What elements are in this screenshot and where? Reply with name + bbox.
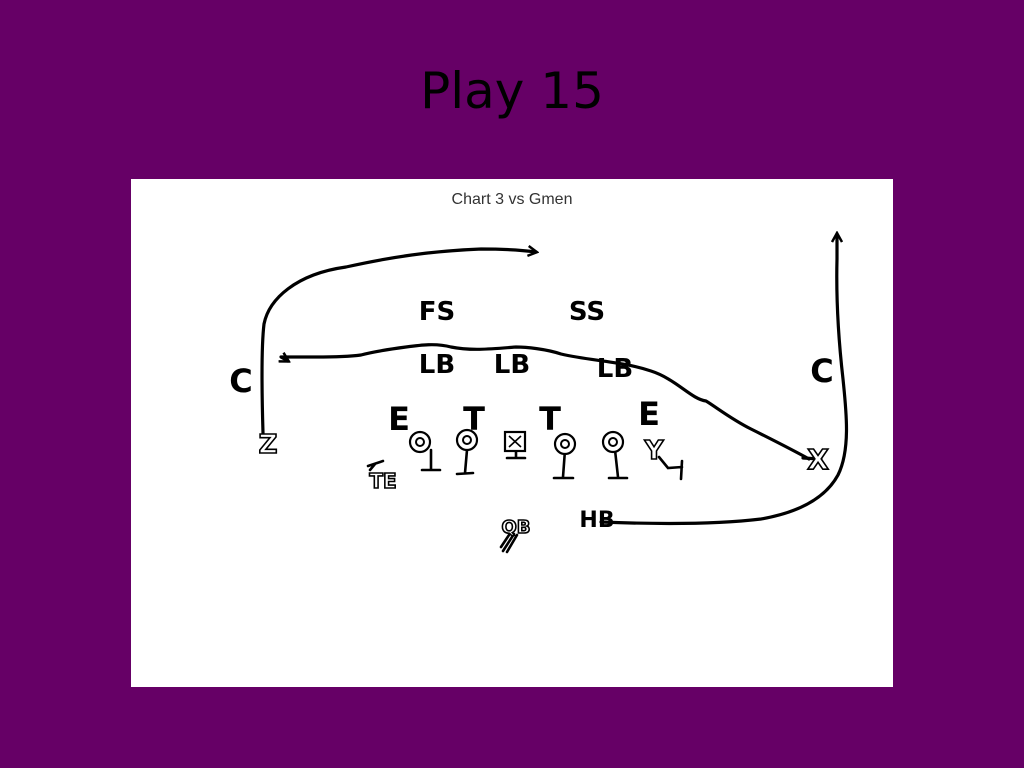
rt-block-mark xyxy=(607,448,629,480)
z-route xyxy=(260,249,536,435)
right-guard xyxy=(553,432,577,456)
left-tackle xyxy=(408,430,432,454)
free-safety-label: FS xyxy=(419,297,456,327)
halfback-label: HB xyxy=(579,508,614,533)
corner-right-label: C xyxy=(810,352,833,390)
lg-block-mark xyxy=(455,448,475,476)
slide-title: Play 15 xyxy=(420,62,604,120)
end-right-label: E xyxy=(638,395,660,433)
te-block-mark xyxy=(366,459,385,472)
tight-end-label: TE xyxy=(369,469,396,493)
end-left-label: E xyxy=(388,400,410,438)
linebacker-middle-label: LB xyxy=(494,350,530,380)
lt-block-mark xyxy=(420,448,442,472)
hb-route xyxy=(599,234,849,526)
x-stem xyxy=(801,456,823,461)
linebacker-left-label: LB xyxy=(419,350,455,380)
play-diagram: Chart 3 vs Gmen xyxy=(131,179,893,687)
x-route xyxy=(281,343,811,461)
corner-left-label: C xyxy=(229,362,252,400)
quarterback-label: QB xyxy=(501,517,530,538)
right-tackle xyxy=(601,430,625,454)
y-block-mark xyxy=(657,455,684,481)
tackle-right-label: T xyxy=(539,400,561,438)
x-receiver-label: X xyxy=(807,443,829,476)
strong-safety-label: SS xyxy=(569,297,605,327)
qb-dropback-mark xyxy=(499,530,519,554)
center-square xyxy=(503,430,527,453)
y-receiver-label: Y xyxy=(644,436,665,466)
diagram-caption: Chart 3 vs Gmen xyxy=(451,191,573,208)
left-guard xyxy=(455,428,479,452)
z-receiver-label: Z xyxy=(259,430,278,460)
play-drawing: FS SS LB LB LB C C E T T E Z TE X Y QB H… xyxy=(229,179,849,554)
tackle-left-label: T xyxy=(463,400,485,438)
linebacker-right-label: LB xyxy=(597,354,633,384)
